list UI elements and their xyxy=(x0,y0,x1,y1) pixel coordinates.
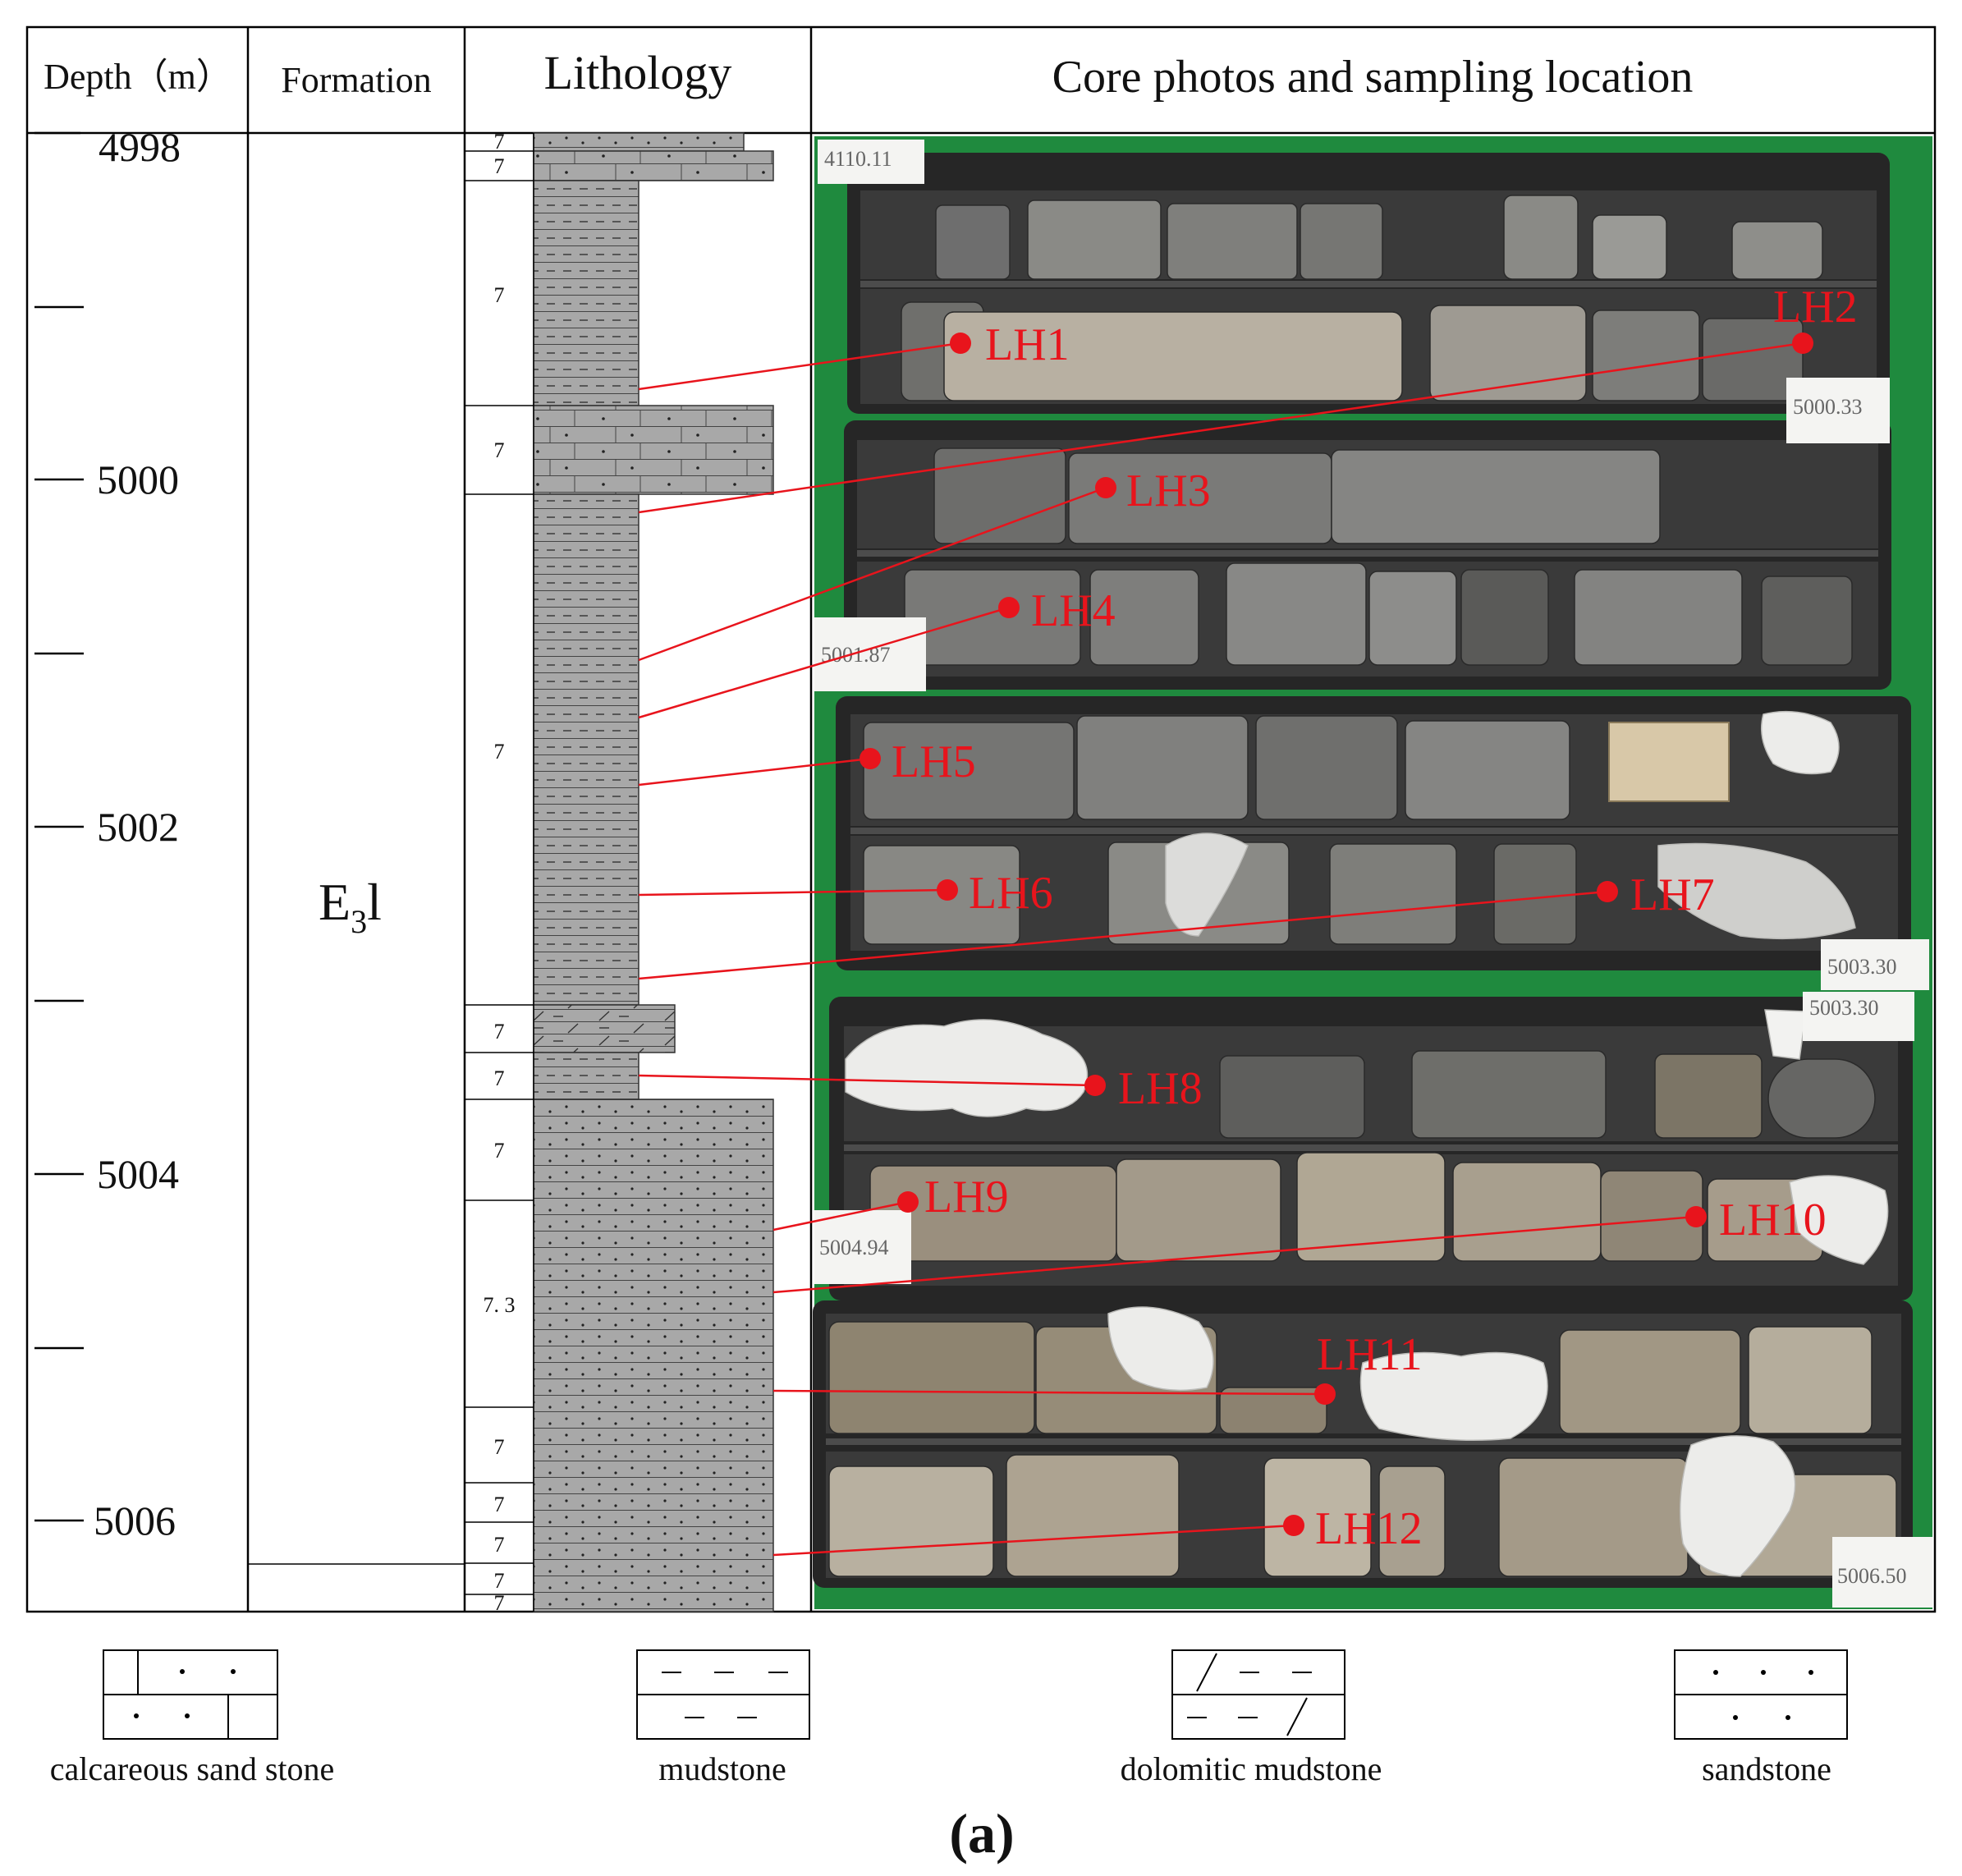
layer-codes: 7 7 7 7 7 7 7 7 7. 3 7 7 7 7 7 xyxy=(484,130,516,1615)
layer-code: 7 xyxy=(494,1533,505,1557)
sample-label-lh2: LH2 xyxy=(1773,282,1858,333)
connector-lh12 xyxy=(772,1524,1295,1557)
formation-label: E3l xyxy=(319,873,382,940)
sample-label-lh4: LH4 xyxy=(1031,585,1116,636)
litho-layer xyxy=(533,132,745,152)
sample-marker-lh2 xyxy=(1792,333,1813,354)
legend: calcareous sand stone mudstone dolomitic… xyxy=(50,1649,1848,1787)
legend-label: dolomitic mudstone xyxy=(1121,1750,1382,1787)
litho-layer xyxy=(533,1004,676,1053)
photo-notes: 4110.11 5000.33 5001.87 5003.30 5003.30 … xyxy=(814,140,1932,1608)
sample-markers: LH1 LH2 LH3 LH4 LH5 LH6 LH7 LH8 LH9 LH10… xyxy=(860,282,1858,1554)
sample-label-lh7: LH7 xyxy=(1630,869,1715,920)
sample-marker-lh5 xyxy=(860,748,881,769)
header-lithology: Lithology xyxy=(544,46,732,99)
legend-label: mudstone xyxy=(658,1750,786,1787)
photo-note: 5003.30 xyxy=(1809,996,1879,1020)
layer-code: 7 xyxy=(494,438,505,462)
table-frame xyxy=(25,25,1937,1613)
sample-label-lh12: LH12 xyxy=(1315,1503,1423,1554)
layer-code: 7 xyxy=(494,283,505,307)
litho-layer xyxy=(533,1052,639,1100)
connector-lh9 xyxy=(772,1200,909,1232)
litho-layer xyxy=(533,180,639,406)
sample-marker-lh10 xyxy=(1685,1206,1707,1227)
sample-marker-lh4 xyxy=(998,597,1020,618)
legend-calcareous-sandstone xyxy=(103,1649,278,1740)
connector-lh2 xyxy=(638,342,1804,514)
depth-label-5002: 5002 xyxy=(97,804,179,850)
sample-label-lh8: LH8 xyxy=(1118,1063,1203,1114)
header-formation: Formation xyxy=(281,60,431,100)
layer-code: 7. 3 xyxy=(484,1293,516,1317)
layer-code: 7 xyxy=(494,1591,505,1615)
legend-dolomitic-mudstone xyxy=(1171,1649,1345,1740)
sample-marker-lh3 xyxy=(1095,477,1116,498)
layer-code: 7 xyxy=(494,1020,505,1043)
connector-lh11 xyxy=(772,1389,1326,1396)
photo-note: 5003.30 xyxy=(1827,955,1897,979)
sample-label-lh10: LH10 xyxy=(1719,1195,1827,1245)
core-segments xyxy=(828,195,1897,1577)
header-depth: Depth（m） xyxy=(44,57,232,97)
litho-layer xyxy=(533,150,774,181)
sample-marker-lh1 xyxy=(950,333,971,354)
sample-label-lh5: LH5 xyxy=(892,736,976,787)
connector-lh3 xyxy=(638,486,1107,662)
connector-lh5 xyxy=(638,757,871,787)
legend-label: calcareous sand stone xyxy=(50,1750,335,1787)
litho-layer xyxy=(533,493,639,1006)
layer-code: 7 xyxy=(494,1435,505,1459)
litho-layer xyxy=(533,1099,774,1612)
photo-note: 5004.94 xyxy=(819,1236,889,1259)
depth-label-5006: 5006 xyxy=(94,1498,176,1543)
header-core-photos: Core photos and sampling location xyxy=(1052,52,1694,103)
legend-label: sandstone xyxy=(1702,1750,1831,1787)
depth-label-5004: 5004 xyxy=(97,1151,179,1197)
depth-label-4998: 4998 xyxy=(99,124,181,170)
layer-code: 7 xyxy=(494,154,505,178)
sample-label-lh1: LH1 xyxy=(985,319,1070,370)
sample-label-lh3: LH3 xyxy=(1126,466,1211,516)
layer-code: 7 xyxy=(494,1066,505,1090)
depth-label-5000: 5000 xyxy=(97,456,179,502)
sample-marker-lh9 xyxy=(897,1191,919,1213)
panel-label: (a) xyxy=(949,1802,1014,1865)
connector-lh1 xyxy=(638,342,961,391)
layer-code: 7 xyxy=(494,130,505,154)
sample-label-lh9: LH9 xyxy=(924,1172,1009,1222)
litho-layer xyxy=(533,405,774,495)
sample-marker-lh11 xyxy=(1314,1383,1336,1405)
sample-label-lh6: LH6 xyxy=(969,868,1053,919)
connector-lh8 xyxy=(638,1074,1096,1087)
legend-sandstone xyxy=(1674,1649,1848,1740)
layer-code: 7 xyxy=(494,1569,505,1593)
depth-axis: 4998 5000 5002 5004 5006 xyxy=(34,124,181,1543)
layer-code: 7 xyxy=(494,1493,505,1516)
sample-marker-lh6 xyxy=(937,879,958,901)
legend-mudstone xyxy=(636,1649,810,1740)
connector-lh4 xyxy=(638,606,1010,719)
sample-label-lh11: LH11 xyxy=(1317,1329,1423,1380)
sample-connectors xyxy=(638,342,1804,1557)
photo-note: 4110.11 xyxy=(824,147,892,171)
sample-marker-lh8 xyxy=(1084,1075,1106,1096)
lithology-column xyxy=(533,132,774,1612)
connector-lh10 xyxy=(772,1215,1697,1294)
layer-code: 7 xyxy=(494,1139,505,1163)
core-wrappings xyxy=(845,710,1889,1577)
layer-code-column xyxy=(465,133,534,1612)
sample-marker-lh12 xyxy=(1283,1515,1304,1536)
photo-note: 5006.50 xyxy=(1837,1564,1907,1588)
connector-lh7 xyxy=(638,890,1608,980)
sample-marker-lh7 xyxy=(1597,881,1618,902)
connector-lh6 xyxy=(638,888,948,897)
layer-code: 7 xyxy=(494,740,505,764)
photo-note: 5000.33 xyxy=(1793,395,1863,419)
